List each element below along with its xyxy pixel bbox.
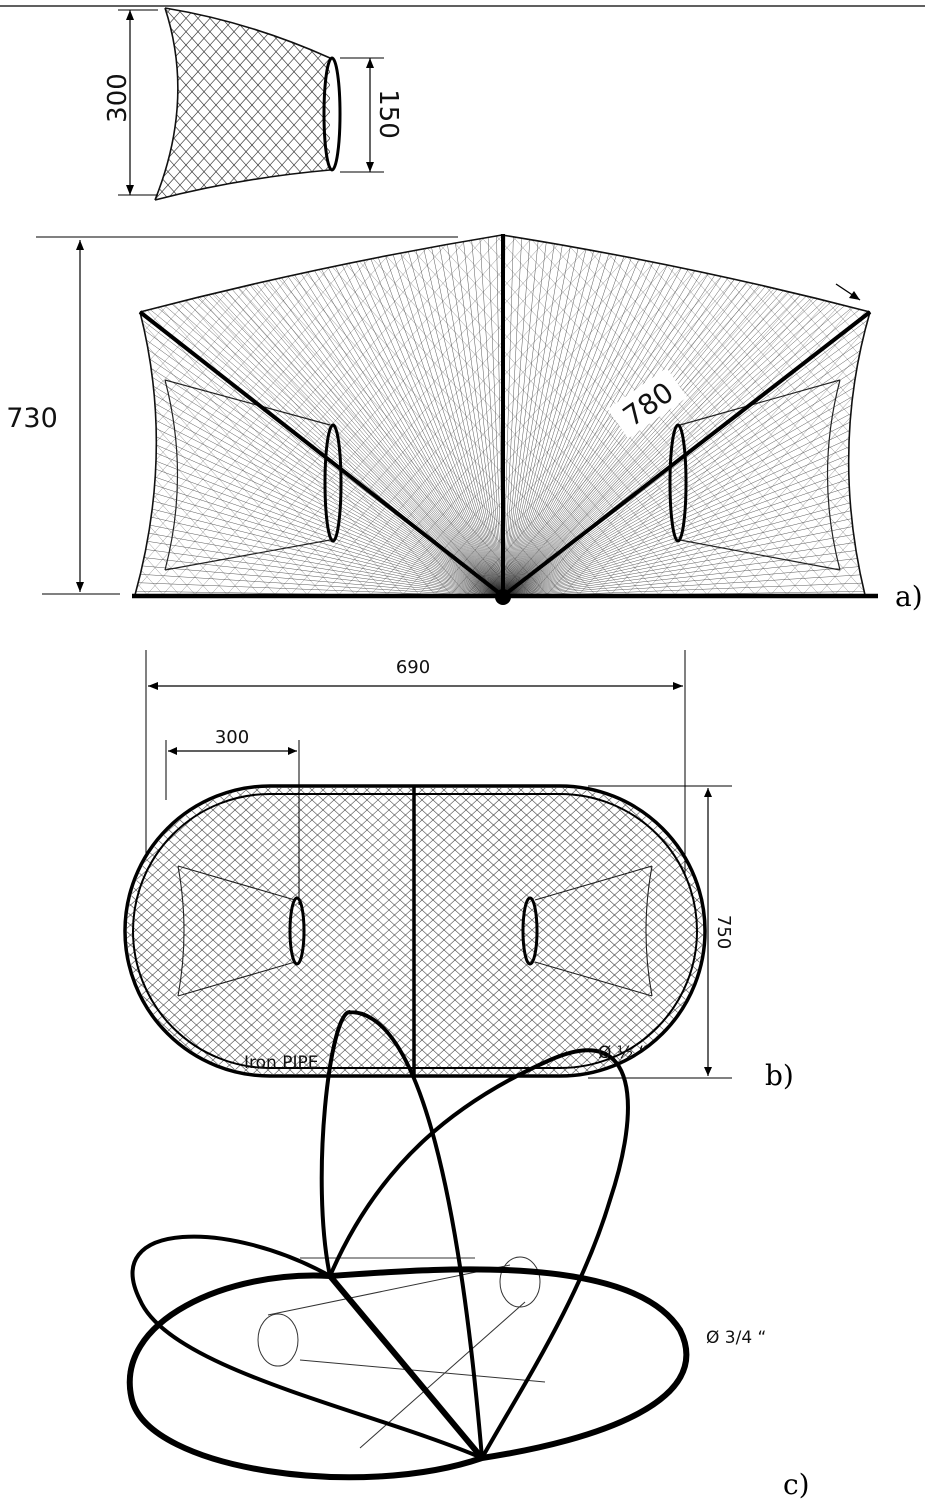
- large-diameter-label: Ø 3/4 “: [706, 1328, 766, 1348]
- right-funnel-ring: [521, 896, 539, 966]
- hub: [495, 589, 511, 605]
- right-hoop: [328, 1048, 630, 1459]
- top-mesh: [127, 788, 703, 1074]
- funnel-ring: [322, 56, 342, 172]
- panel-b: 690 300 750 b): [123, 650, 794, 1092]
- side-mesh: [135, 235, 870, 595]
- panel-c: Iron PIPE Ø ½ “ Ø 3/4 “ c): [126, 1010, 810, 1501]
- funnel-outer-dim: 300: [103, 73, 133, 123]
- left-entrance-ring: [323, 423, 343, 543]
- left-funnel-ring: [288, 896, 306, 966]
- small-diameter-label: Ø ½ “: [598, 1043, 647, 1063]
- right-entrance-ring: [668, 423, 688, 543]
- height-dim: 730: [6, 403, 58, 434]
- width-dim: 690: [396, 657, 430, 678]
- panel-a: 300 150: [6, 7, 923, 613]
- oval-frame: [123, 784, 707, 1078]
- funnel-inner-dim: 150: [373, 89, 403, 139]
- axis-bar: [327, 1274, 485, 1460]
- left-hoop: [130, 1234, 483, 1460]
- pipe-label: Iron PIPE: [244, 1053, 318, 1073]
- trap-side-view: 730 780: [6, 234, 878, 605]
- panel-a-label: a): [895, 580, 923, 613]
- height-dim-b: 750: [713, 915, 734, 949]
- center-hoop: [319, 1010, 484, 1459]
- funnel-detail: 300 150: [103, 7, 403, 201]
- panel-c-label: c): [783, 1468, 810, 1501]
- funnel-width-dim: 300: [215, 727, 249, 748]
- panel-b-label: b): [765, 1059, 794, 1092]
